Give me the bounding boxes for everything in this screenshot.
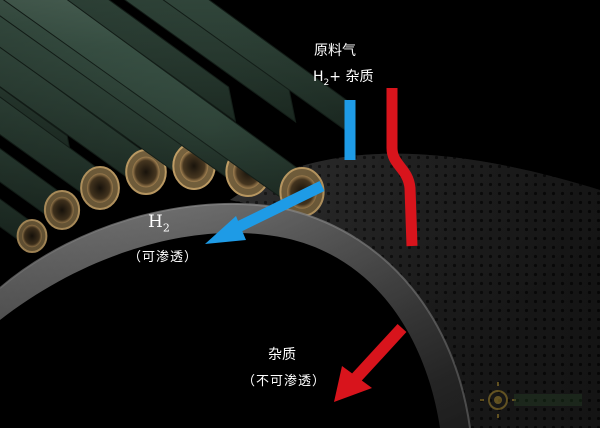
h2-flow-arrow [205, 100, 356, 244]
feed-formula-h: H [313, 69, 324, 85]
permeate-h2-label: H2 [148, 212, 170, 234]
fiber-bore-1 [50, 196, 74, 224]
h2-symbol: H [148, 212, 163, 232]
feed-gas-label: 原料气 [314, 43, 356, 59]
h2-arrow-head [205, 216, 246, 244]
impurity-note: （不可渗透） [242, 374, 327, 389]
sun-logo-icon [480, 382, 582, 418]
impurity-arrow-body [351, 323, 407, 383]
permeate-note: （可渗透） [128, 250, 199, 265]
fiber-bore-3 [132, 156, 160, 188]
impurity-arrow-stem [386, 88, 418, 247]
impurity-label: 杂质 [268, 347, 296, 363]
feed-formula-rest: + 杂质 [329, 69, 374, 85]
fiber-bore-2 [86, 173, 114, 203]
feed-formula-sub: 2 [323, 77, 330, 88]
feed-gas-formula: H2+ 杂质 [313, 66, 373, 88]
h2-arrow-body [229, 181, 325, 235]
h2-subscript: 2 [162, 221, 170, 235]
impurity-flow-arrow [334, 88, 418, 402]
impurity-arrow-head [334, 366, 372, 402]
fiber-bore-0 [22, 224, 42, 248]
